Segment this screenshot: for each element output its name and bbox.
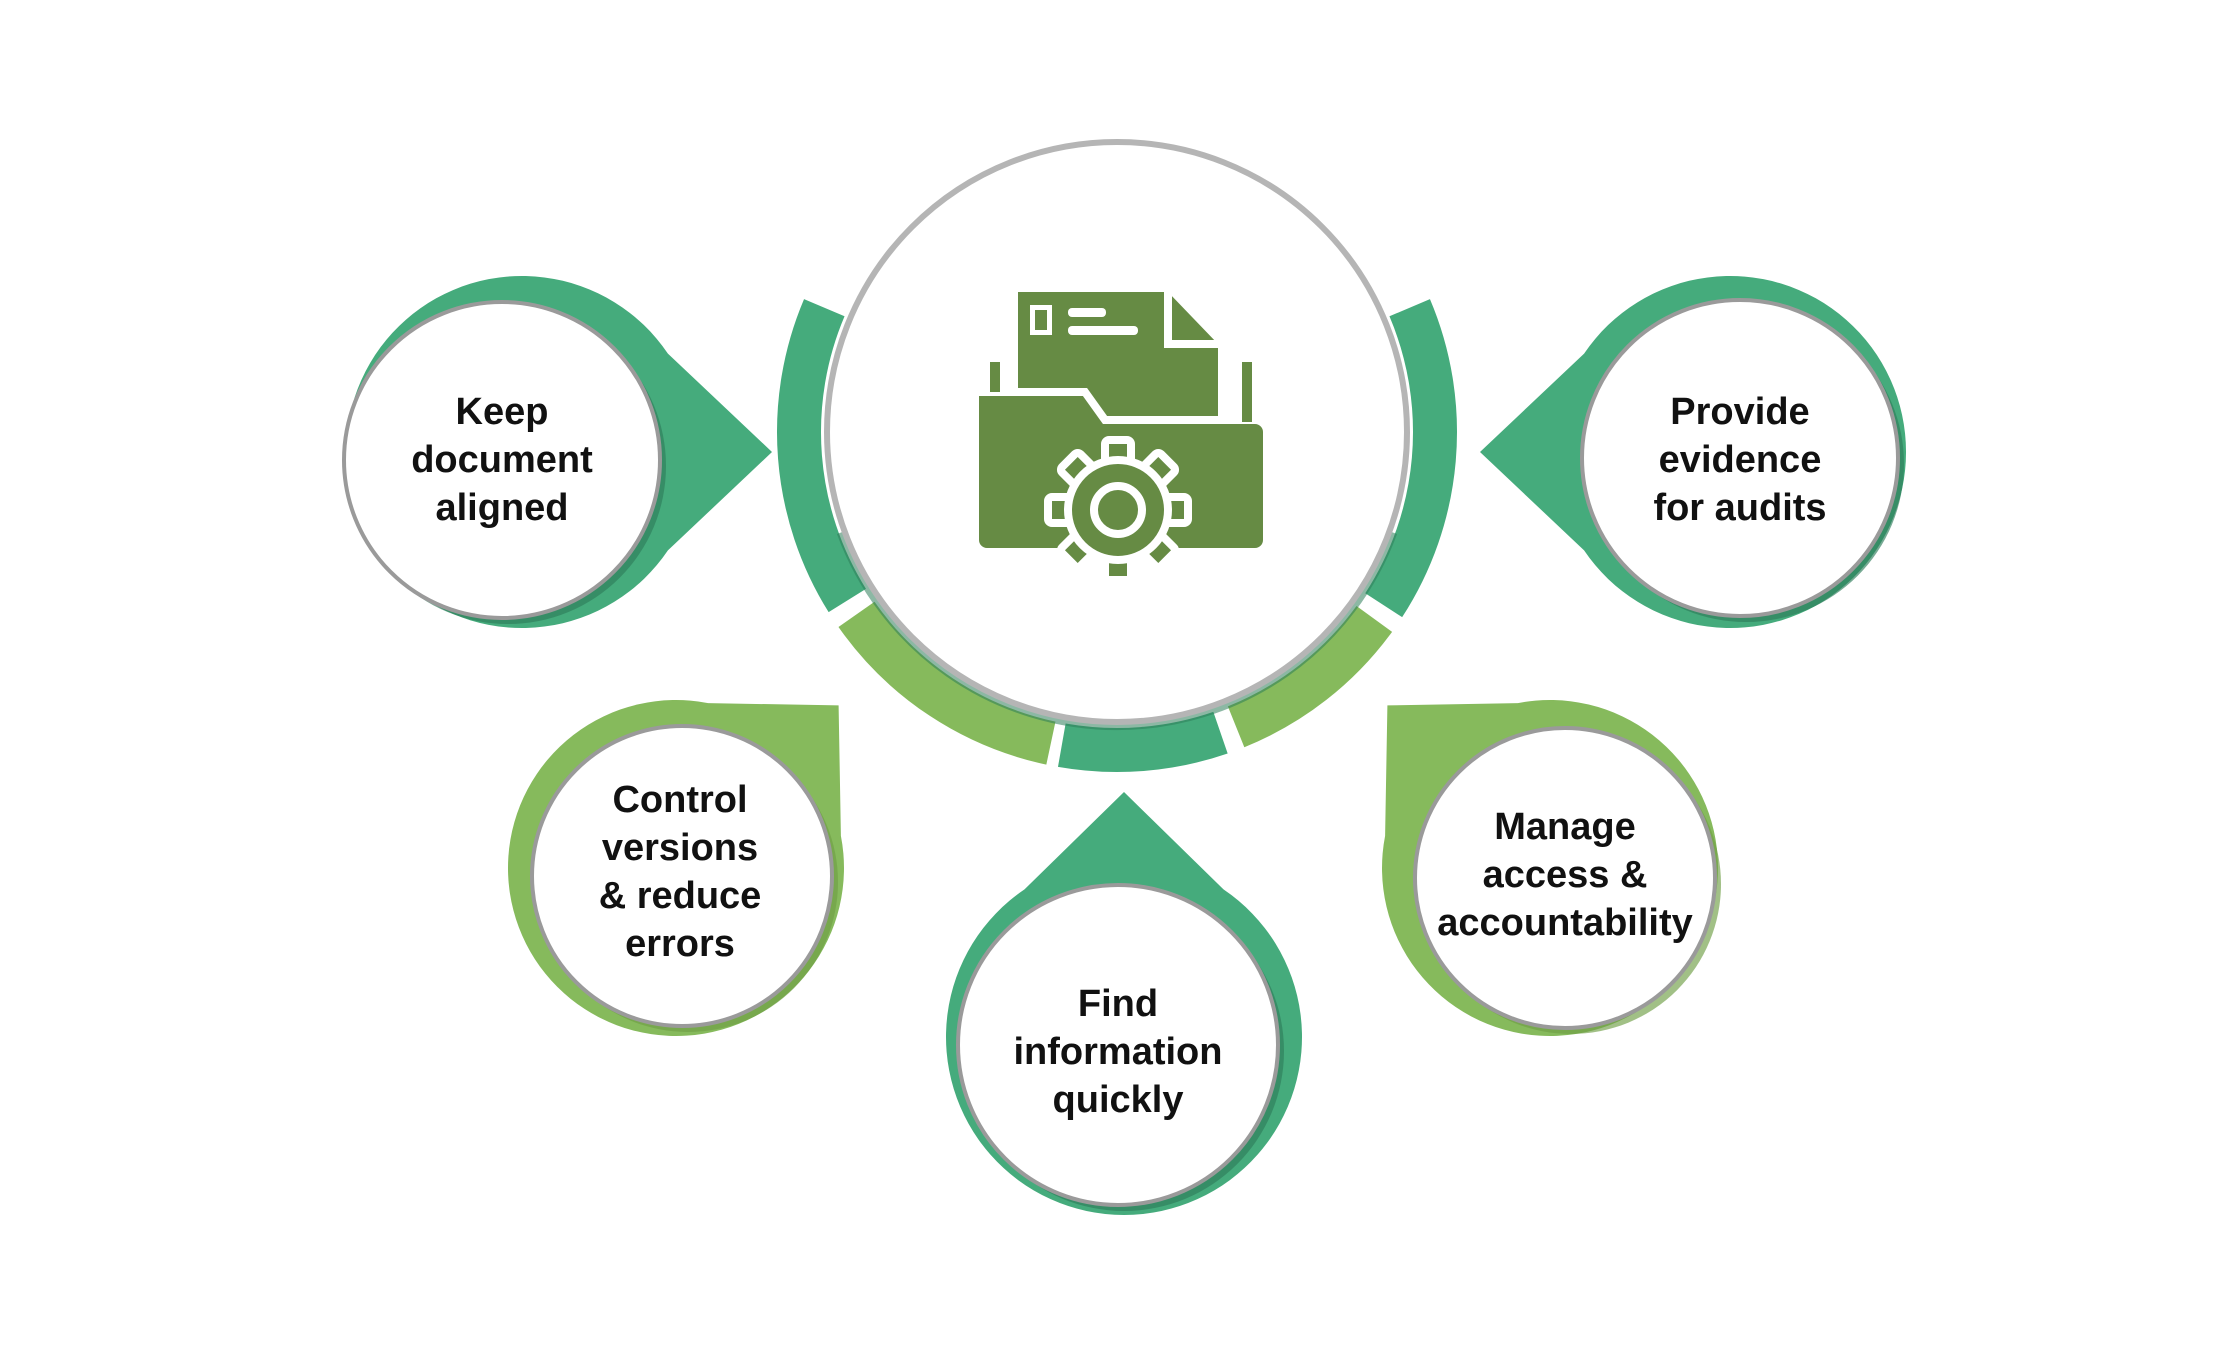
hub-segment-right — [1365, 299, 1457, 618]
bubble-manage-access — [1382, 700, 1721, 1037]
hub-segment-left — [777, 299, 867, 613]
item-label-control-versions: Control versions & reduce errors — [598, 779, 762, 965]
hub-inner-shade — [836, 531, 1398, 731]
bubble-provide-evidence — [1480, 276, 1907, 629]
hub-segment-bottom — [1057, 711, 1228, 773]
item-label-keep-document-aligned: Keep document aligned — [411, 391, 593, 529]
satellite-bubbles — [342, 276, 1907, 1215]
gear-icon — [1044, 436, 1192, 584]
item-label-manage-access: Manage access & accountability — [1437, 806, 1693, 944]
item-label-provide-evidence: Provide evidence for audits — [1653, 391, 1827, 529]
bubble-keep-document-aligned-card — [342, 300, 662, 620]
hub-segment-ring — [777, 299, 1457, 773]
hub-segment-lower-left — [838, 601, 1056, 765]
hub-segment-lower-right — [1227, 605, 1393, 748]
folder-gear-icon — [971, 292, 1271, 584]
bubble-keep-document-aligned — [342, 276, 772, 629]
bubble-control-versions — [507, 700, 844, 1037]
bubble-find-information-card — [956, 883, 1280, 1207]
item-label-find-information: Find information quickly — [1013, 983, 1223, 1121]
central-hub — [777, 139, 1457, 773]
bubble-control-versions-card — [530, 724, 834, 1028]
bubble-find-information — [945, 792, 1303, 1215]
bubble-manage-access-card — [1413, 726, 1717, 1030]
bubble-provide-evidence-card — [1580, 298, 1900, 618]
